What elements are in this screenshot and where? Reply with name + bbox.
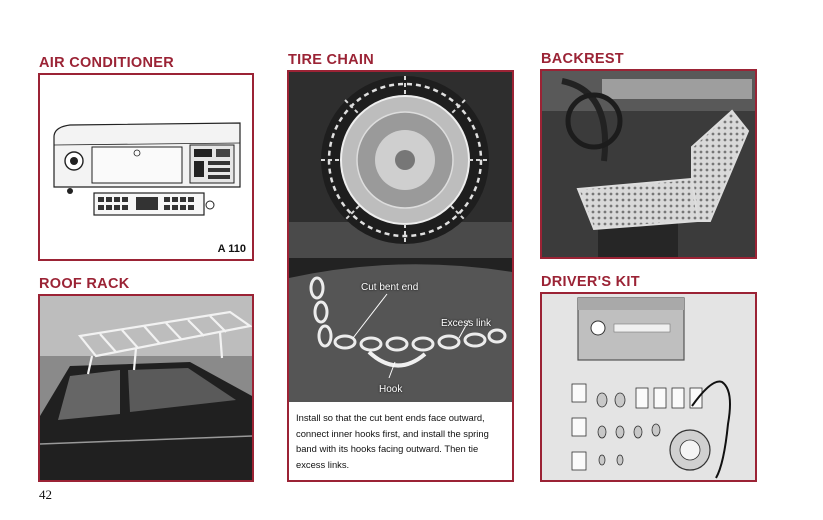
- air-conditioner-heading: AIR CONDITIONER: [39, 55, 174, 71]
- roof-rack-photo: [38, 294, 254, 482]
- tire-chain-panel: Cut bent end Excess link Hook Install so…: [287, 70, 514, 482]
- tire-chain-caption: Install so that the cut bent ends face o…: [289, 402, 512, 480]
- drivers-kit-heading: DRIVER'S KIT: [541, 274, 640, 290]
- callout-cut-bent-end: Cut bent end: [361, 282, 419, 293]
- air-conditioner-illustration: A 110: [38, 73, 254, 261]
- tire-chain-heading: TIRE CHAIN: [288, 52, 374, 68]
- drivers-kit-drawing: [542, 294, 755, 480]
- roof-rack-heading: ROOF RACK: [39, 276, 130, 292]
- backrest-photo: [540, 69, 757, 259]
- backrest-heading: BACKREST: [541, 51, 624, 67]
- callout-hook: Hook: [379, 384, 403, 395]
- air-conditioner-drawing: [53, 122, 241, 216]
- chain-closeup-photo: [289, 258, 512, 404]
- backrest-drawing: [542, 71, 755, 257]
- roof-rack-drawing: [40, 296, 252, 480]
- page-number: 42: [39, 487, 52, 502]
- tire-chain-photo: [289, 72, 512, 258]
- drivers-kit-photo: [540, 292, 757, 482]
- illustration-code: A 110: [217, 243, 246, 255]
- callout-excess-link: Excess link: [441, 318, 492, 329]
